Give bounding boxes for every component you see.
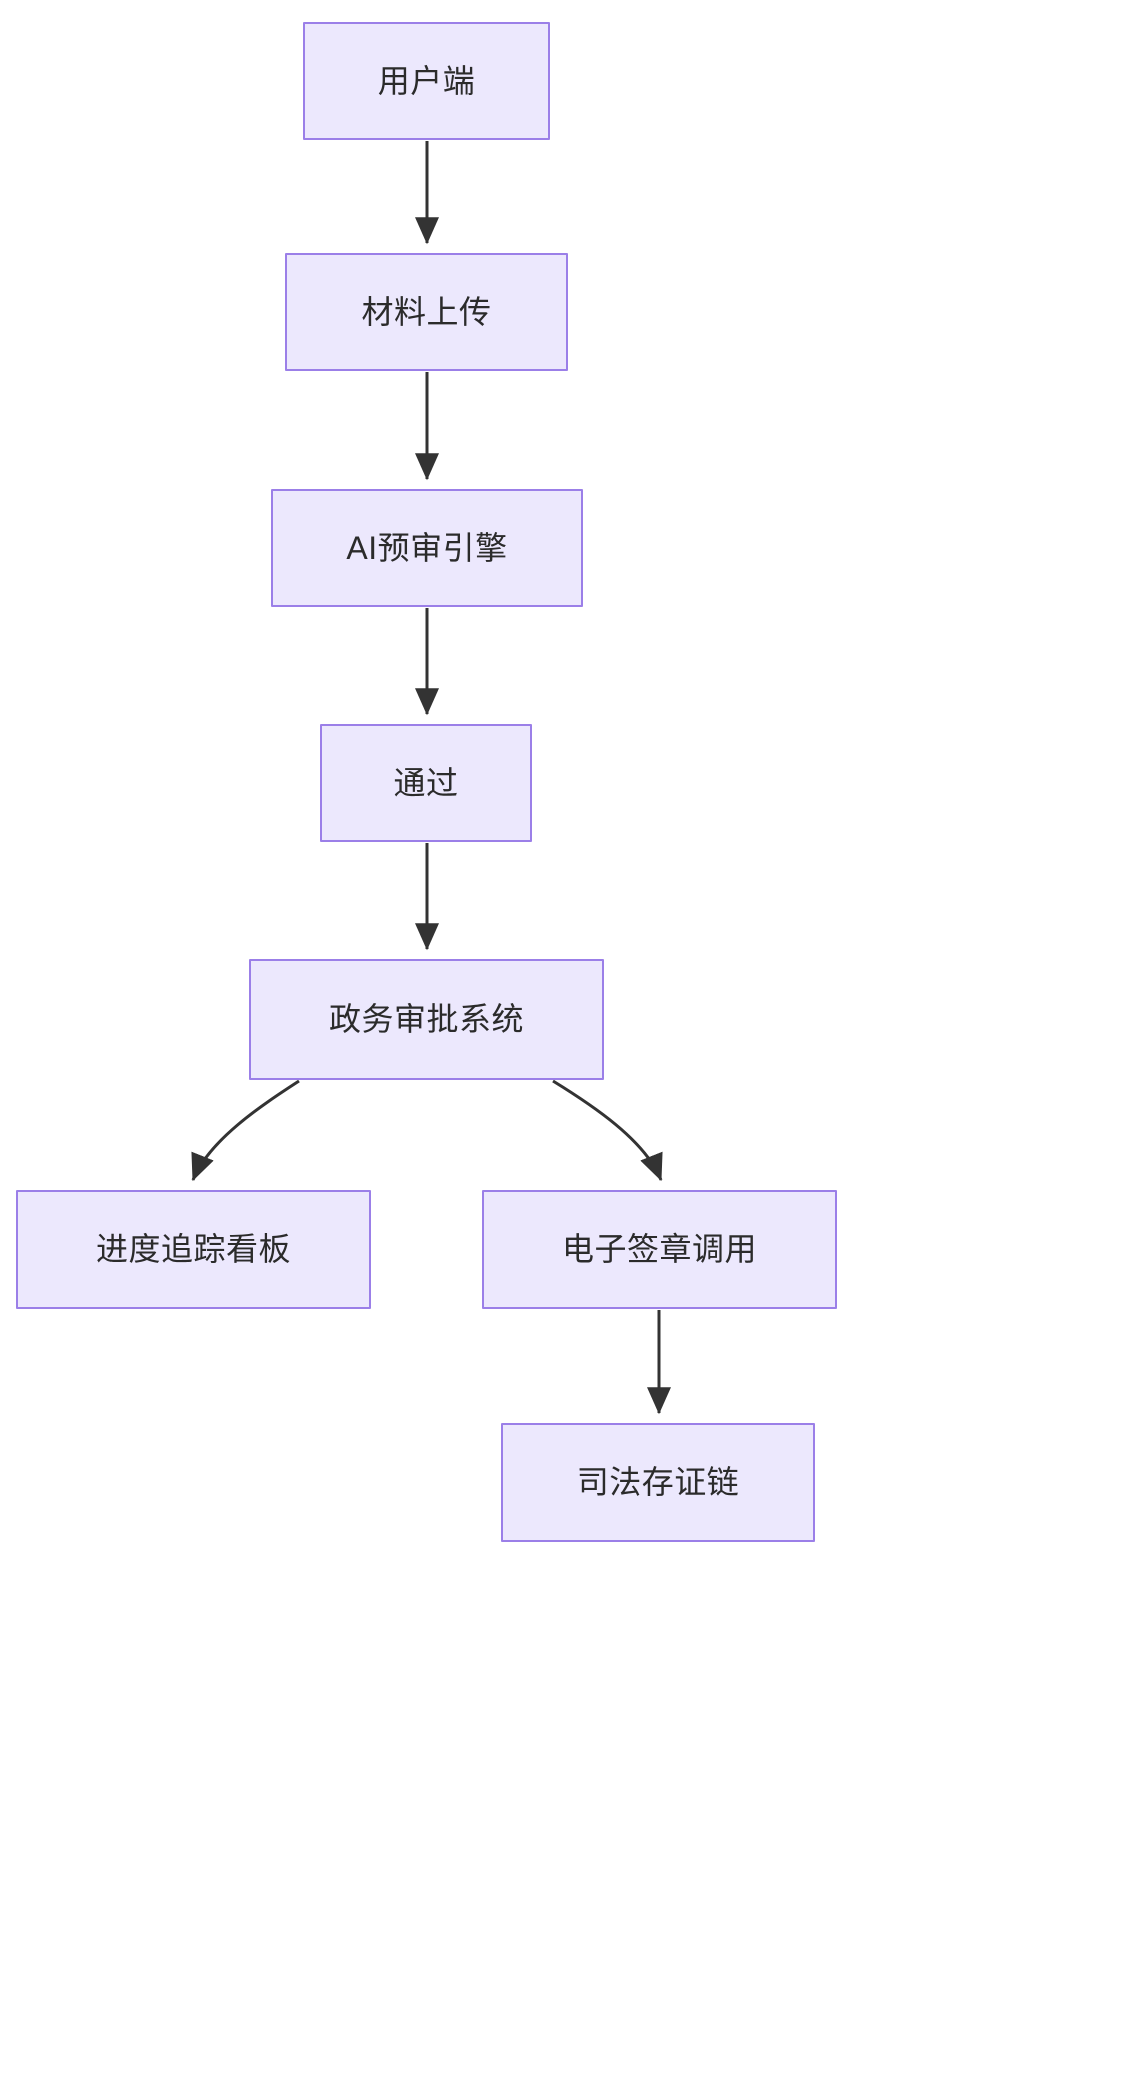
node-pass[interactable]: 通过 xyxy=(320,724,532,842)
node-label: 用户端 xyxy=(377,62,476,99)
node-label: AI预审引擎 xyxy=(346,529,508,566)
node-label: 材料上传 xyxy=(361,293,492,330)
node-progress-tracking-board[interactable]: 进度追踪看板 xyxy=(16,1190,371,1309)
node-label: 司法存证链 xyxy=(576,1464,740,1501)
node-electronic-seal-invocation[interactable]: 电子签章调用 xyxy=(482,1190,837,1309)
node-label: 电子签章调用 xyxy=(561,1231,757,1268)
node-label: 政务审批系统 xyxy=(328,1001,524,1038)
node-material-upload[interactable]: 材料上传 xyxy=(285,253,568,371)
node-ai-prereview-engine[interactable]: AI预审引擎 xyxy=(271,489,583,607)
node-user-client[interactable]: 用户端 xyxy=(303,22,550,140)
edge-approval-to-progress xyxy=(191,1079,300,1182)
node-label: 进度追踪看板 xyxy=(95,1231,291,1268)
node-government-approval-system[interactable]: 政务审批系统 xyxy=(249,959,604,1080)
node-judicial-evidence-chain[interactable]: 司法存证链 xyxy=(501,1423,815,1542)
edge-approval-to-seal xyxy=(552,1079,663,1182)
node-label: 通过 xyxy=(393,764,459,801)
